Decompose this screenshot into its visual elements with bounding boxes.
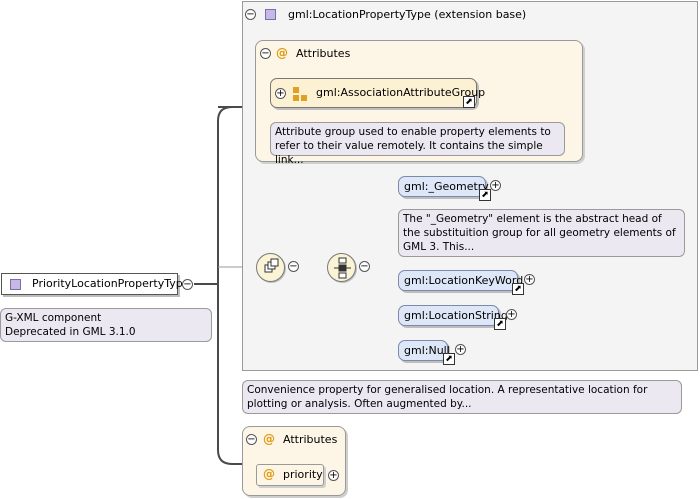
element-location-keyword[interactable]: gml:LocationKeyWord ⬈	[398, 270, 524, 295]
root-doc-line1: G-XML component	[5, 312, 102, 324]
attribute-group-documentation: Attribute group used to enable property …	[270, 122, 565, 166]
choice-collapse-icon[interactable]: −	[359, 261, 370, 272]
element-location-string-name: gml:LocationString	[404, 309, 508, 322]
extension-collapse-icon[interactable]: −	[245, 9, 256, 20]
root-collapse-icon[interactable]: −	[182, 279, 193, 290]
attribute-group-icon	[293, 87, 307, 101]
attribute-group-name: gml:AssociationAttributeGroup	[316, 86, 486, 99]
attributes-label: Attributes	[296, 47, 351, 60]
element-location-string[interactable]: gml:LocationString ⬈	[398, 305, 508, 330]
attributes-collapse-icon[interactable]: −	[260, 48, 271, 59]
extension-title: gml:LocationPropertyType (extension base…	[288, 8, 527, 21]
element-geometry-documentation: The "_Geometry" element is the abstract …	[398, 209, 685, 257]
reference-arrow-icon[interactable]: ⬈	[479, 189, 491, 201]
root-documentation: G-XML component Deprecated in GML 3.1.0	[0, 308, 212, 342]
attribute-group-expand-icon[interactable]: +	[275, 88, 286, 99]
element-null[interactable]: gml:Null ⬈	[398, 340, 455, 365]
attribute-priority-expand-icon[interactable]: +	[328, 470, 339, 481]
complex-type-icon	[10, 279, 21, 290]
reference-arrow-icon[interactable]: ⬈	[463, 96, 475, 108]
element-geometry-expand-icon[interactable]: +	[490, 180, 501, 191]
element-location-keyword-expand-icon[interactable]: +	[524, 274, 535, 285]
attribute-priority[interactable]: @ priority	[256, 464, 324, 486]
attribute-group-box[interactable]: + gml:AssociationAttributeGroup ⬈	[270, 78, 485, 108]
element-null-name: gml:Null	[404, 344, 450, 357]
choice-symbol-icon	[334, 257, 351, 279]
extension-documentation: Convenience property for generalised loc…	[242, 380, 682, 414]
sequence-symbol-icon	[264, 258, 279, 273]
reference-arrow-icon[interactable]: ⬈	[443, 353, 455, 365]
at-sign-icon: @	[263, 467, 275, 481]
element-geometry[interactable]: gml:_Geometry ⬈	[398, 176, 491, 201]
reference-arrow-icon[interactable]: ⬈	[512, 283, 524, 295]
at-sign-icon: @	[276, 46, 288, 60]
sequence-compositor-icon[interactable]	[256, 253, 285, 282]
attribute-priority-name: priority	[283, 468, 323, 481]
sequence-collapse-icon[interactable]: −	[288, 261, 299, 272]
element-location-string-expand-icon[interactable]: +	[506, 309, 517, 320]
own-attributes-label: Attributes	[283, 433, 338, 446]
element-null-expand-icon[interactable]: +	[455, 344, 466, 355]
root-type-name: PriorityLocationPropertyType	[32, 277, 190, 290]
element-location-keyword-name: gml:LocationKeyWord	[404, 274, 524, 287]
element-geometry-name: gml:_Geometry	[404, 180, 489, 193]
choice-compositor-icon[interactable]	[327, 253, 356, 282]
own-attributes-collapse-icon[interactable]: −	[246, 434, 257, 445]
reference-arrow-icon[interactable]: ⬈	[494, 318, 506, 330]
at-sign-icon: @	[263, 432, 275, 446]
complex-type-icon	[265, 9, 276, 20]
root-doc-line2: Deprecated in GML 3.1.0	[5, 326, 136, 338]
root-type-box[interactable]: PriorityLocationPropertyType	[1, 273, 190, 295]
